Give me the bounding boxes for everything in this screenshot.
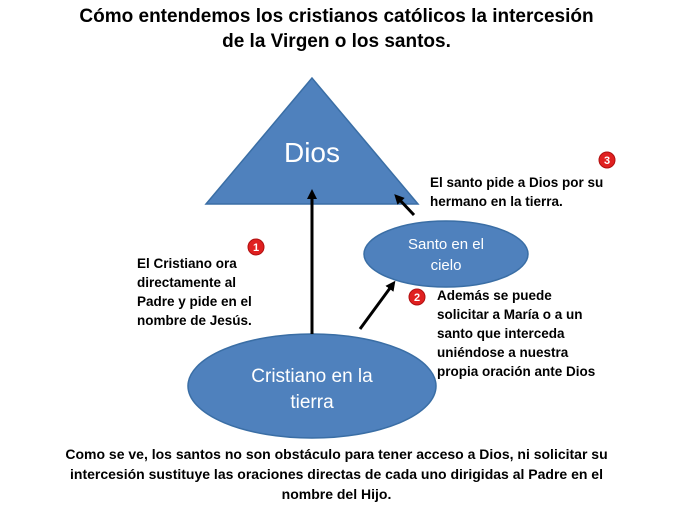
- step-1-badge: 1: [247, 238, 265, 256]
- step-1-note: El Cristiano ora directamente al Padre y…: [137, 256, 252, 328]
- footer-line-1: Como se ve, los santos no son obstáculo …: [65, 446, 608, 462]
- footer-text: Como se ve, los santos no son obstáculo …: [0, 444, 673, 504]
- title-line-1: Cómo entendemos los cristianos católicos…: [79, 6, 594, 27]
- step-2-note: Además se puede solicitar a María o a un…: [437, 288, 596, 379]
- footer-line-2: intercesión sustituye las oraciones dire…: [70, 466, 603, 482]
- step-3-number: 3: [604, 155, 610, 167]
- santo-label-line-2: cielo: [431, 257, 462, 274]
- cristiano-label-line-1: Cristiano en la: [251, 366, 373, 387]
- santo-label-line-1: Santo en el: [408, 236, 484, 253]
- title-line-2: de la Virgen o los santos.: [222, 31, 451, 52]
- cristiano-label-line-2: tierra: [290, 392, 334, 413]
- step-2-badge: 2: [408, 288, 426, 306]
- page-title: Cómo entendemos los cristianos católicos…: [0, 4, 673, 54]
- arrow-santo-to-dios: [394, 194, 416, 217]
- arrow-cristiano-to-santo: [358, 280, 396, 330]
- dios-label: Dios: [284, 137, 340, 168]
- step-3-note: El santo pide a Dios por su hermano en l…: [430, 175, 604, 209]
- footer-line-3: nombre del Hijo.: [281, 486, 392, 502]
- santo-ellipse: [363, 220, 529, 288]
- step-3-badge: 3: [598, 151, 616, 169]
- step-1-number: 1: [253, 242, 259, 254]
- step-2-number: 2: [414, 292, 420, 304]
